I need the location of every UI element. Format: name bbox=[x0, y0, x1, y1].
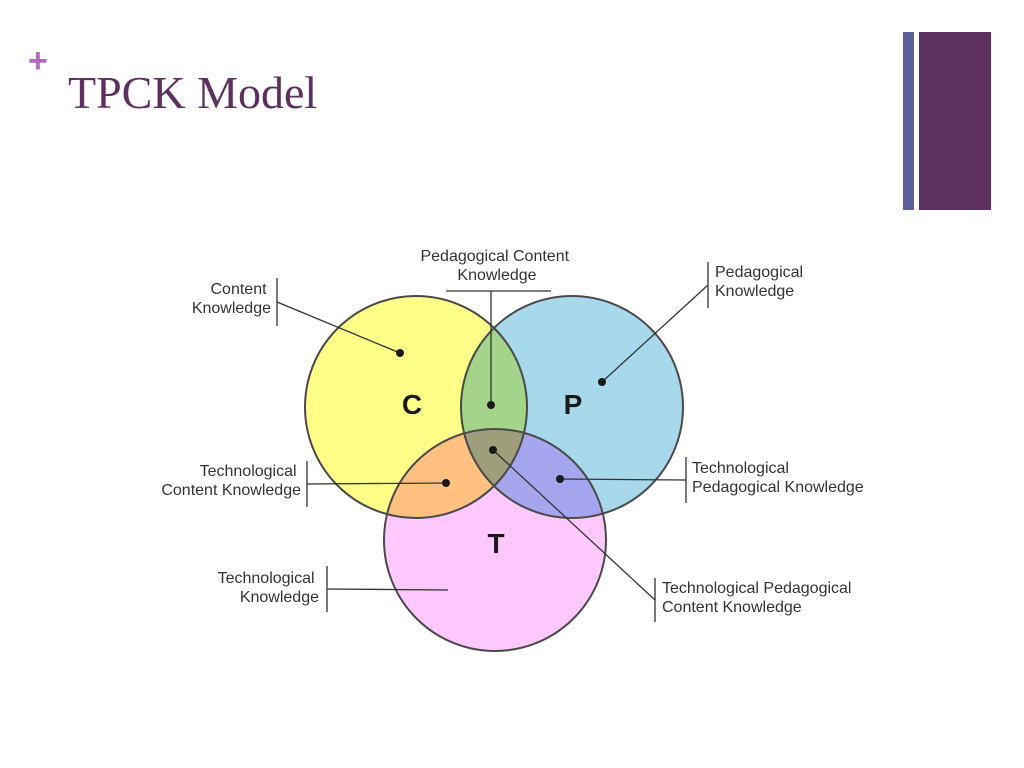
circle-letter-p: P bbox=[564, 389, 583, 420]
label-pck: Pedagogical Content Knowledge bbox=[420, 248, 573, 284]
leader-tk bbox=[326, 588, 449, 591]
accent-bar-thin bbox=[903, 32, 914, 210]
accent-bar-wide bbox=[919, 32, 991, 210]
label-tpck: Technological Pedagogical Content Knowle… bbox=[662, 580, 856, 616]
outline-technology bbox=[383, 428, 607, 652]
dot-pck bbox=[487, 401, 495, 409]
label-tk: Technological Knowledge bbox=[218, 570, 320, 606]
overlap-pedagogy-technology bbox=[461, 429, 606, 518]
outline-pedagogy bbox=[460, 295, 684, 519]
leader-tpck bbox=[492, 449, 656, 601]
label-ck: Content Knowledge bbox=[192, 281, 271, 317]
circle-letter-t: T bbox=[487, 528, 504, 559]
leader-pk bbox=[601, 284, 709, 383]
leader-tpk bbox=[559, 478, 687, 481]
dot-tpk bbox=[556, 475, 564, 483]
overlap-content-technology bbox=[384, 429, 527, 518]
dot-ck bbox=[396, 349, 404, 357]
slide-title: TPCK Model bbox=[68, 67, 318, 118]
circle-letter-c: C bbox=[402, 389, 422, 420]
label-tpk: Technological Pedagogical Knowledge bbox=[692, 460, 864, 496]
label-tck: Technological Content Knowledge bbox=[161, 463, 301, 499]
outline-content bbox=[304, 295, 528, 519]
leader-ck bbox=[276, 301, 401, 354]
plus-icon: + bbox=[28, 42, 48, 80]
leader-tck bbox=[306, 482, 447, 485]
dot-tck bbox=[442, 479, 450, 487]
dot-tpck bbox=[489, 446, 497, 454]
dot-pk bbox=[598, 378, 606, 386]
label-pk: Pedagogical Knowledge bbox=[715, 264, 808, 300]
